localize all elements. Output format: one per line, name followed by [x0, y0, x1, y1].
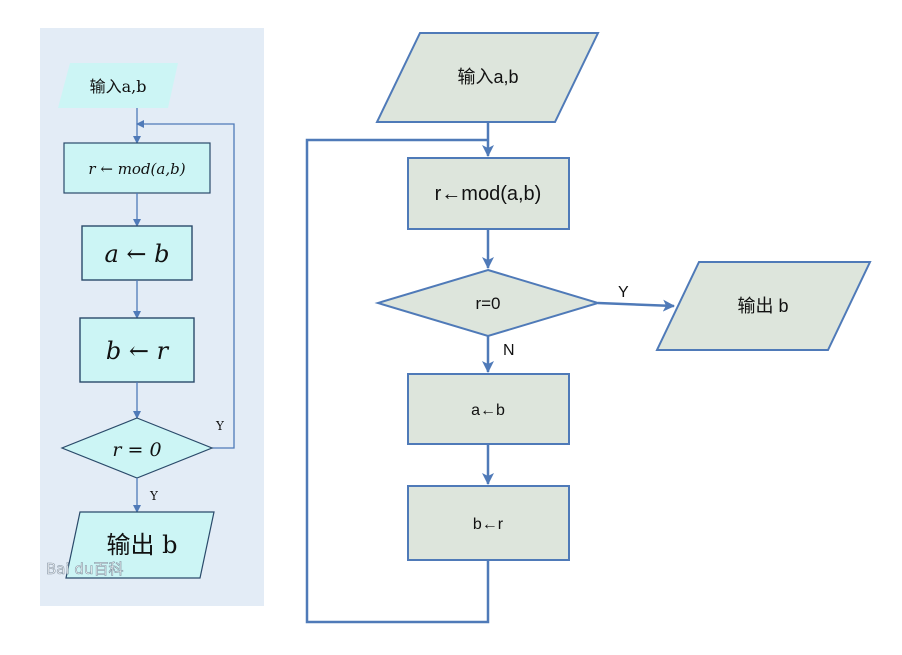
right-no-label: N: [503, 342, 515, 359]
left-loop-back-line: [136, 120, 235, 449]
right-mod-label: r←mod(a,b): [435, 183, 542, 205]
right-assign-a-box: [407, 373, 570, 445]
right-assign-a-label: a←b: [471, 402, 505, 419]
right-output-shape: [655, 261, 872, 351]
right-yes-label: Y: [618, 284, 629, 301]
left-flowchart: 输入a,b r ← mod(a,b) a ← b b ← r r = 0 Y Y…: [40, 28, 264, 606]
left-mod-label: r ← mod(a,b): [88, 160, 185, 178]
left-assign-a-box: [81, 225, 193, 281]
left-branch-label-top: Y: [215, 419, 225, 433]
right-arrow-yes-to-output: [597, 299, 675, 312]
left-input-shape: [58, 63, 178, 108]
left-assign-a-label: a ← b: [104, 240, 169, 268]
left-assign-b-label: b ← r: [106, 337, 170, 365]
right-input-shape: [375, 32, 600, 123]
left-decision-label: r = 0: [112, 439, 161, 461]
right-assign-b-label: b←r: [473, 516, 504, 533]
left-mod-box: [63, 142, 211, 194]
right-decision-label: r=0: [475, 294, 500, 313]
right-loop-back-line: [305, 138, 490, 624]
right-output-label: 输出 b: [737, 296, 788, 316]
left-input-label: 输入a,b: [90, 77, 147, 96]
left-branch-label-bottom: Y: [149, 489, 159, 503]
right-flowchart: 输入a,b r←mod(a,b) r=0 Y 输出 b N a←b b←r: [305, 32, 872, 624]
right-input-label: 输入a,b: [457, 67, 518, 87]
left-watermark: Bai du百科: [46, 560, 123, 578]
left-output-shape: [65, 511, 215, 579]
right-assign-b-box: [407, 485, 570, 561]
left-output-label: 输出 b: [107, 531, 178, 559]
